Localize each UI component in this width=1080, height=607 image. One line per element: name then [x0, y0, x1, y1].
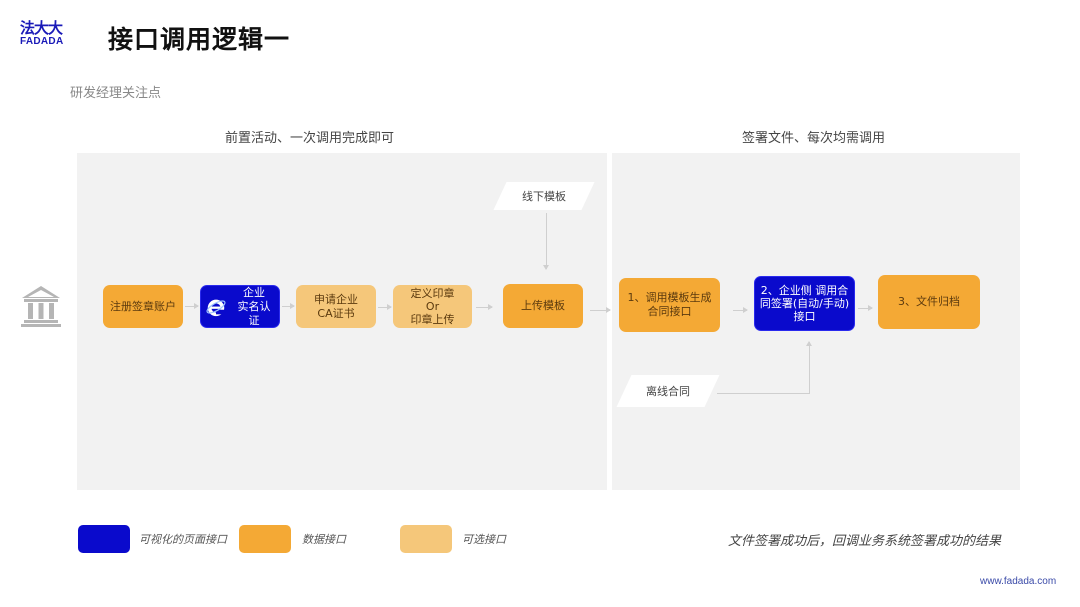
flow-box-apply-ca-certificate: 申请企业 CA证书: [296, 285, 376, 328]
arrow-down: [543, 213, 549, 270]
box-label-line2: 同签署(自动/手动): [759, 297, 850, 310]
website-link[interactable]: www.fadada.com: [980, 576, 1057, 587]
logo-en: FADADA: [20, 36, 64, 47]
flow-box-file-archive: 3、文件归档: [878, 275, 980, 329]
arrow-right: [476, 304, 493, 310]
box-label: 注册签章账户: [110, 299, 176, 313]
box-label: 上传模板: [521, 299, 565, 312]
box-label-line1: 企业: [243, 285, 265, 299]
legend-swatch-data: [239, 525, 291, 553]
flow-box-generate-contract: 1、调用模板生成 合同接口: [619, 278, 720, 332]
fadada-logo: 法大大 FADADA: [20, 20, 76, 50]
connector-line: [717, 393, 809, 394]
box-label-line2: CA证书: [317, 306, 355, 320]
box-label-line1: 1、调用模板生成: [627, 291, 712, 304]
input-offline-contract: 离线合同: [616, 375, 720, 407]
section-title-sign: 签署文件、每次均需调用: [742, 131, 886, 146]
arrow-right: [185, 303, 199, 309]
legend-label-optional: 可选接口: [462, 533, 506, 546]
box-label-line1: 申请企业: [314, 292, 358, 306]
flow-box-upload-template: 上传模板: [503, 284, 583, 328]
legend-swatch-optional: [400, 525, 452, 553]
box-label-line3: 印章上传: [410, 313, 455, 326]
logo-cn: 法大大: [20, 19, 63, 37]
input-offline-template: 线下模板: [493, 182, 595, 210]
box-label-line2: 实名认证: [237, 299, 271, 327]
page-title: 接口调用逻辑一: [108, 25, 291, 54]
arrow-right: [733, 307, 748, 313]
flow-box-sign-contract: 2、企业侧 调用合 同签署(自动/手动) 接口: [754, 276, 855, 331]
offline-template-label: 线下模板: [522, 190, 566, 203]
flow-box-define-seal: 定义印章 Or 印章上传: [393, 285, 472, 328]
legend-swatch-visual: [78, 525, 130, 553]
legend-label-data: 数据接口: [302, 533, 346, 546]
arrow-right: [282, 303, 295, 309]
flow-box-enterprise-verification: 企业 实名认证: [200, 285, 280, 328]
offline-contract-label: 离线合同: [646, 385, 690, 398]
arrow-right: [378, 304, 392, 310]
box-label-line3: 接口: [793, 310, 816, 323]
box-label: 3、文件归档: [898, 295, 960, 308]
arrow-right: [858, 305, 873, 311]
section-title-pre: 前置活动、一次调用完成即可: [225, 131, 395, 146]
flow-box-register-account: 注册签章账户: [103, 285, 183, 328]
legend-label-visual: 可视化的页面接口: [139, 533, 227, 546]
page-subtitle: 研发经理关注点: [70, 86, 162, 101]
arrow-up: [806, 341, 812, 394]
bank-building-icon: [20, 284, 62, 328]
box-label-line1: 定义印章: [410, 287, 455, 300]
box-label-line1: 2、企业侧 调用合: [760, 284, 849, 297]
box-label-line2: 合同接口: [647, 305, 692, 318]
box-label-line2: Or: [425, 300, 440, 313]
internet-explorer-icon: [206, 299, 226, 316]
callback-footnote: 文件签署成功后，回调业务系统签署成功的结果: [728, 534, 1002, 549]
arrow-right: [590, 307, 611, 313]
